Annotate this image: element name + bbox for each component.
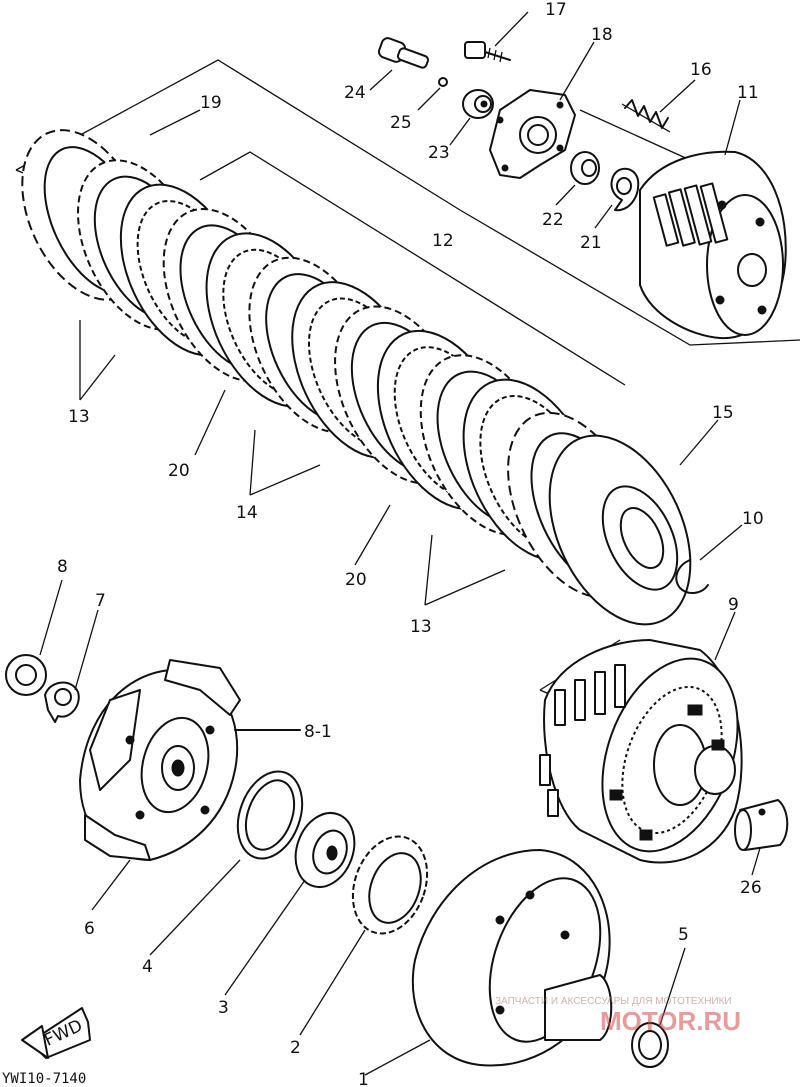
part-23-bearing [462,89,494,119]
part-21-lockwasher [610,167,640,212]
part-9-clutch-housing [539,639,743,864]
callout-22: 22 [542,210,564,230]
callout-4: 4 [142,957,153,977]
callout-23: 23 [428,143,450,163]
part-3-bearing [294,812,356,888]
part-11-boss [639,150,787,340]
part-17-screw [464,41,511,63]
callout-12: 12 [432,231,454,251]
callout-labels: 17 18 16 11 24 25 23 22 21 19 12 13 20 1… [57,0,764,1087]
watermark: ЗАПЧАСТИ И АКСЕССУАРЫ ДЛЯ МОТОТЕХНИКИ MO… [495,996,741,1036]
part-6-centrifugal-clutch [79,659,241,861]
callout-18: 18 [591,25,613,45]
part-8-nut [5,654,47,696]
callout-17: 17 [545,0,567,20]
callout-15: 15 [712,403,734,423]
watermark-brand: MOTOR.RU [600,1006,741,1036]
part-22-washer [570,151,600,185]
callout-8: 8 [57,557,68,577]
callout-1: 1 [358,1070,369,1087]
callout-24: 24 [344,83,366,103]
part-2-one-way-clutch [351,835,429,935]
callout-21: 21 [580,233,602,253]
callout-9: 9 [728,595,739,615]
callout-8-1: 8-1 [304,722,332,742]
part-16-spring [621,99,671,133]
part-10-circlip [675,559,709,594]
clutch-plate-stack [21,129,709,626]
part-26-collar [734,799,789,851]
part-24-bolt [377,37,430,69]
callout-13-upper: 13 [68,407,90,427]
watermark-tagline: ЗАПЧАСТИ И АКСЕССУАРЫ ДЛЯ МОТОТЕХНИКИ [495,996,732,1007]
part-7-lockwasher [44,681,80,723]
callout-11: 11 [737,83,759,103]
part-1-clutch-carrier [411,849,613,1067]
callout-13-lower: 13 [410,617,432,637]
callout-7: 7 [95,591,106,611]
part-18-plate [489,89,576,179]
callout-20-upper: 20 [168,461,190,481]
callout-5: 5 [678,925,689,945]
leader-lines [39,11,761,1076]
callout-19: 19 [200,93,222,113]
callout-3: 3 [218,998,229,1018]
callout-16: 16 [690,60,712,80]
callout-10: 10 [742,509,764,529]
plate-series [77,159,598,562]
part-25-ball [438,77,448,87]
drawing-code: YWI10-7140 [2,1071,86,1087]
part-4-shim [236,770,304,860]
callout-20-lower: 20 [345,570,367,590]
callout-6: 6 [84,919,95,939]
part-5-washer [631,1022,669,1068]
callout-14: 14 [236,503,258,523]
callout-2: 2 [290,1038,301,1058]
part-15-pressure-plate [548,434,692,626]
fwd-arrow: FWD [21,1007,91,1059]
callout-25: 25 [390,113,412,133]
callout-26: 26 [740,878,762,898]
